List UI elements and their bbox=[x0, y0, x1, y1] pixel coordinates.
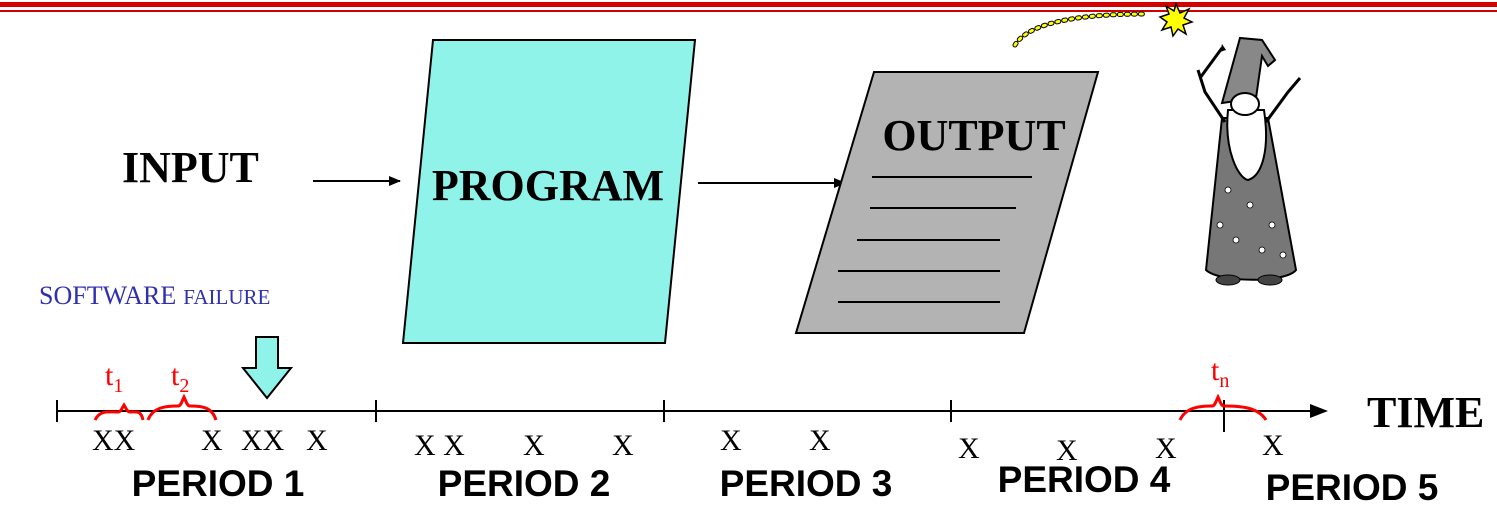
t2-subscript: 2 bbox=[179, 375, 189, 397]
interval-brace-tn bbox=[1178, 393, 1268, 421]
failure-mark: XX bbox=[241, 424, 285, 457]
period-label: PERIOD 5 bbox=[1266, 467, 1439, 507]
failure-mark: X bbox=[720, 424, 742, 457]
failure-mark: X bbox=[612, 429, 634, 462]
interval-brace-t1 bbox=[93, 402, 145, 421]
failure-mark: X bbox=[1056, 434, 1078, 467]
period-label: PERIOD 4 bbox=[998, 459, 1171, 500]
failure-mark: X bbox=[523, 429, 545, 462]
wizard-icon bbox=[1196, 36, 1302, 286]
input-label: INPUT bbox=[122, 143, 259, 192]
software-word: SOFTWARE bbox=[39, 281, 176, 310]
t1-label: t1 bbox=[105, 359, 123, 397]
tn-label: tn bbox=[1211, 354, 1229, 392]
down-arrow-icon bbox=[240, 336, 294, 400]
t2-label: t2 bbox=[171, 359, 189, 397]
period-label: PERIOD 3 bbox=[720, 463, 893, 504]
time-axis-arrowhead bbox=[1310, 404, 1328, 418]
failure-mark: X X bbox=[414, 429, 465, 462]
t1-subscript: 1 bbox=[113, 375, 123, 397]
magic-trail bbox=[1012, 11, 1148, 48]
output-document: OUTPUT bbox=[794, 71, 1100, 334]
output-label: OUTPUT bbox=[882, 111, 1065, 160]
t1-base: t bbox=[105, 359, 114, 392]
failure-mark: X bbox=[958, 432, 980, 465]
time-label: TIME bbox=[1367, 388, 1484, 437]
period-label: PERIOD 2 bbox=[438, 463, 611, 504]
interval-brace-t2 bbox=[146, 393, 218, 421]
software-failure-label: SOFTWARE FAILURE bbox=[39, 281, 270, 310]
failure-mark: X bbox=[809, 424, 831, 457]
program-label: PROGRAM bbox=[432, 161, 664, 210]
tn-base: t bbox=[1211, 354, 1220, 387]
t2-base: t bbox=[171, 359, 180, 392]
failure-mark: XX bbox=[92, 424, 136, 457]
period-label: PERIOD 1 bbox=[132, 463, 305, 504]
failure-mark: X bbox=[1155, 432, 1177, 465]
header-rule bbox=[0, 2, 1497, 12]
failure-mark: X bbox=[1262, 429, 1284, 462]
failure-mark: X bbox=[306, 424, 328, 457]
failure-mark: X bbox=[201, 424, 223, 457]
failure-marks: XX X XX X X X X X X X X X X X bbox=[92, 424, 1284, 467]
tn-subscript: n bbox=[1219, 370, 1229, 392]
program-box bbox=[401, 39, 697, 344]
failure-word: FAILURE bbox=[183, 285, 270, 309]
spark-icon bbox=[1158, 1, 1194, 38]
